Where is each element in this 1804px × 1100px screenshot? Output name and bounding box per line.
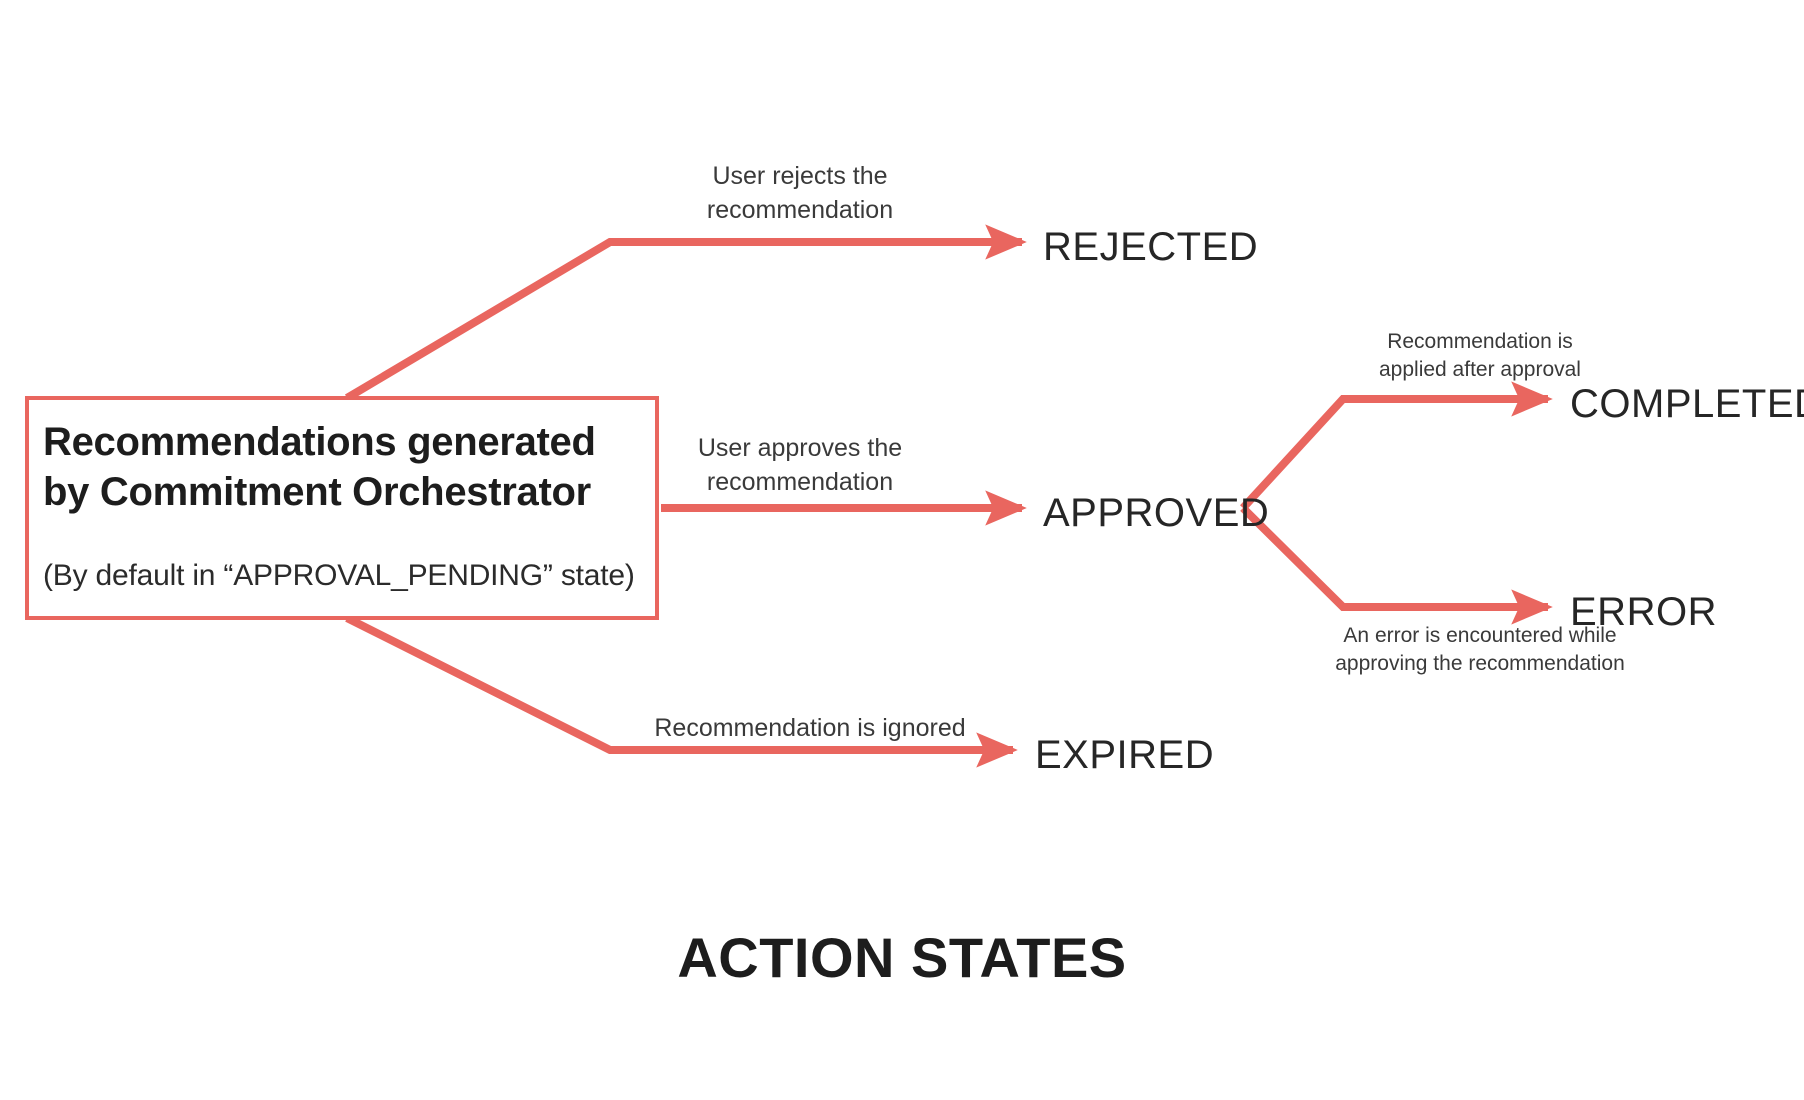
edge-label-expired: Recommendation is ignored xyxy=(654,714,966,742)
source-node[interactable]: Recommendations generated by Commitment … xyxy=(25,396,659,620)
state-approved[interactable]: APPROVED xyxy=(1043,491,1270,535)
source-node-subtitle: (By default in “APPROVAL_PENDING” state) xyxy=(43,559,635,592)
edge-label-approved: User approves the recommendation xyxy=(697,434,903,496)
diagram-title: ACTION STATES xyxy=(677,926,1127,989)
edge-to-rejected xyxy=(344,224,1027,402)
state-rejected[interactable]: REJECTED xyxy=(1043,225,1259,269)
state-error[interactable]: ERROR xyxy=(1570,590,1717,634)
edge-label-completed: Recommendation is applied after approval xyxy=(1379,330,1581,382)
edge-label-rejected: User rejects the recommendation xyxy=(706,162,894,224)
edge-to-error xyxy=(1240,505,1553,625)
state-completed[interactable]: COMPLETED xyxy=(1570,382,1804,426)
edge-label-error: An error is encountered while approving … xyxy=(1335,624,1625,676)
state-expired[interactable]: EXPIRED xyxy=(1035,733,1215,777)
edge-to-completed xyxy=(1240,381,1553,511)
source-node-title: Recommendations generated by Commitment … xyxy=(43,420,596,514)
